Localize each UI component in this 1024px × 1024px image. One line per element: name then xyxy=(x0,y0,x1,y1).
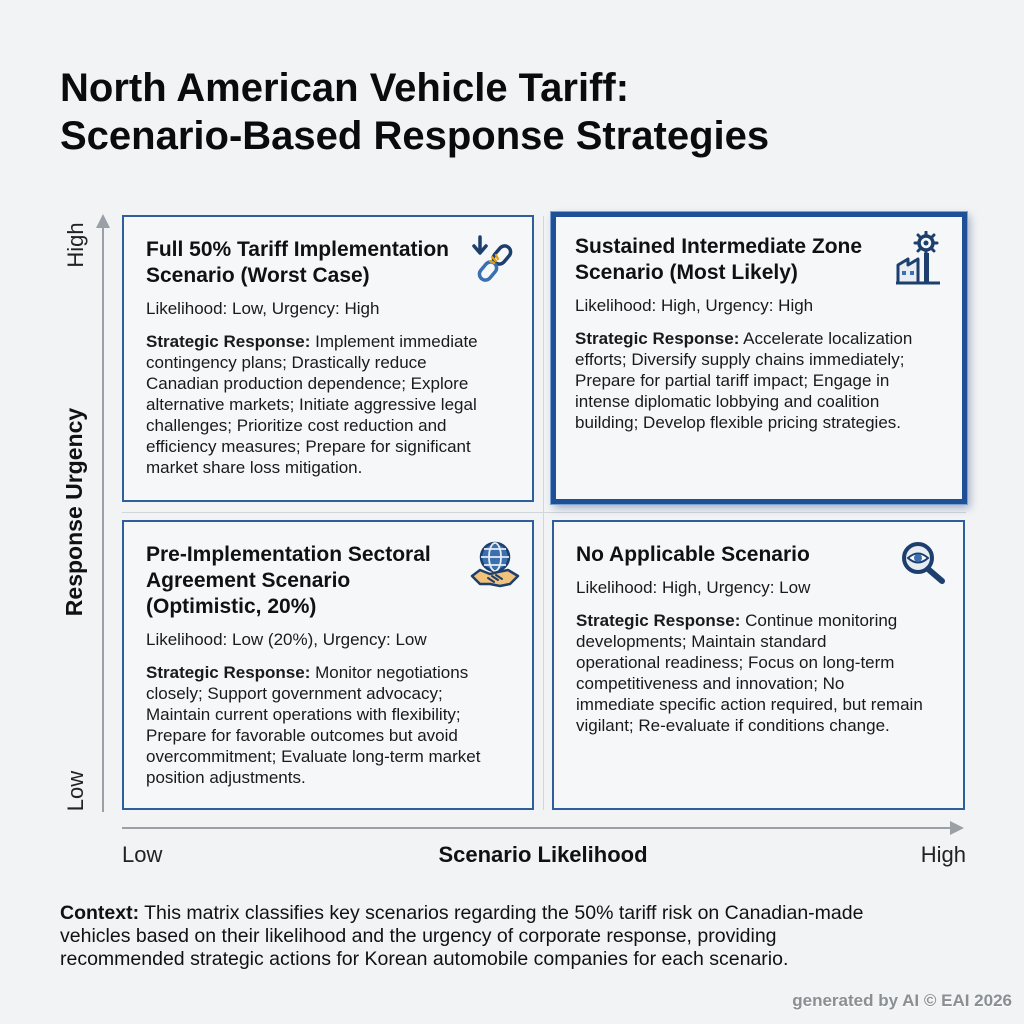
response-line: closely; Support government advocacy; xyxy=(146,684,443,703)
response-line: Monitor negotiations xyxy=(310,663,469,682)
quadrant-title: Sustained Intermediate Zone Scenario (Mo… xyxy=(575,234,962,286)
globe-handshake-icon xyxy=(470,541,520,588)
quadrant-title-line: Scenario (Worst Case) xyxy=(146,264,370,287)
response-line: efficiency measures; Prepare for signifi… xyxy=(146,437,471,456)
page-title-line-2: Scenario-Based Response Strategies xyxy=(60,114,770,158)
strategic-response-label: Strategic Response: xyxy=(575,329,740,348)
quadrant-likelihood-urgency: Likelihood: High, Urgency: Low xyxy=(576,578,811,597)
response-line: overcommitment; Evaluate long-term marke… xyxy=(146,747,481,766)
quadrant-likelihood-urgency: Likelihood: Low, Urgency: High xyxy=(146,299,380,318)
quadrant-no-applicable: No Applicable Scenario Likelihood: High,… xyxy=(552,520,965,810)
response-line: efforts; Diversify supply chains immedia… xyxy=(575,350,905,369)
y-axis-low-label: Low xyxy=(63,770,88,812)
quadrant-most-likely: Sustained Intermediate Zone Scenario (Mo… xyxy=(551,212,967,504)
context-line: This matrix classifies key scenarios reg… xyxy=(139,902,864,924)
strategic-response-label: Strategic Response: xyxy=(146,663,311,682)
quadrant-title: Full 50% Tariff Implementation Scenario … xyxy=(146,237,532,289)
quadrant-title: No Applicable Scenario xyxy=(576,542,963,568)
quadrant-title-line: Full 50% Tariff Implementation xyxy=(146,238,449,261)
response-line: developments; Maintain standard xyxy=(576,632,827,651)
response-line: Maintain current operations with flexibi… xyxy=(146,705,461,724)
context-line: vehicles based on their likelihood and t… xyxy=(60,925,777,947)
x-axis-title: Scenario Likelihood xyxy=(438,842,648,867)
response-line: contingency plans; Drastically reduce xyxy=(146,353,427,372)
quadrant-title-line: Sustained Intermediate Zone xyxy=(575,235,863,258)
response-line: Canadian production dependence; Explore xyxy=(146,374,469,393)
watermark: generated by AI © EAI 2026 xyxy=(792,991,1012,1010)
y-axis-title: Response Urgency xyxy=(61,407,87,617)
factory-gear-icon xyxy=(896,231,940,285)
page-title: North American Vehicle Tariff: Scenario-… xyxy=(60,64,980,160)
quadrant-title-line: Pre-Implementation Sectoral xyxy=(146,543,431,566)
response-line: operational readiness; Focus on long-ter… xyxy=(576,653,895,672)
response-line: Prepare for favorable outcomes but avoid xyxy=(146,726,458,745)
context-label: Context: xyxy=(60,902,140,924)
quadrant-title-line: Scenario (Most Likely) xyxy=(575,261,798,284)
y-axis-high-label: High xyxy=(63,222,88,268)
quadrant-title-line: Agreement Scenario xyxy=(146,569,351,592)
quadrant-title-line: (Optimistic, 20%) xyxy=(146,595,317,618)
x-axis-low-label: Low xyxy=(122,842,163,867)
quadrant-divider-vertical xyxy=(543,216,544,810)
response-line: Accelerate localization xyxy=(739,329,913,348)
response-line: vigilant; Re-evaluate if conditions chan… xyxy=(576,716,890,735)
magnifier-eye-icon xyxy=(902,542,945,584)
response-line: Prepare for partial tariff impact; Engag… xyxy=(575,371,890,390)
quadrant-strategic-response: Strategic Response: Accelerate localizat… xyxy=(575,328,962,433)
response-line: competitiveness and innovation; No xyxy=(576,674,845,693)
x-axis-high-label: High xyxy=(920,842,966,867)
response-line: immediate specific action required, but … xyxy=(576,695,923,714)
strategic-response-label: Strategic Response: xyxy=(146,332,311,351)
response-line: market share loss mitigation. xyxy=(146,458,363,477)
context-paragraph: Context: This matrix classifies key scen… xyxy=(60,902,990,971)
quadrant-title-line: No Applicable Scenario xyxy=(576,543,810,566)
quadrant-strategic-response: Strategic Response: Continue monitoring … xyxy=(576,610,963,736)
context-line: recommended strategic actions for Korean… xyxy=(60,948,789,970)
quadrant-title: Pre-Implementation Sectoral Agreement Sc… xyxy=(146,542,532,620)
quadrant-likelihood-urgency: Likelihood: High, Urgency: High xyxy=(575,296,814,315)
response-line: building; Develop flexible pricing strat… xyxy=(575,413,902,432)
quadrant-worst-case: Full 50% Tariff Implementation Scenario … xyxy=(122,215,534,502)
page-title-line-1: North American Vehicle Tariff: xyxy=(60,66,630,110)
quadrant-likelihood-urgency: Likelihood: Low (20%), Urgency: Low xyxy=(146,630,427,649)
y-axis-arrow-icon xyxy=(96,214,110,228)
x-axis-arrow-icon xyxy=(950,821,964,835)
strategic-response-label: Strategic Response: xyxy=(576,611,741,630)
response-line: intense diplomatic lobbying and coalitio… xyxy=(575,392,880,411)
quadrant-strategic-response: Strategic Response: Monitor negotiations… xyxy=(146,662,532,788)
response-line: Implement immediate xyxy=(310,332,478,351)
response-line: challenges; Prioritize cost reduction an… xyxy=(146,416,447,435)
x-axis-line xyxy=(122,827,952,829)
quadrant-optimistic: Pre-Implementation Sectoral Agreement Sc… xyxy=(122,520,534,810)
y-axis-line xyxy=(102,226,104,812)
response-line: alternative markets; Initiate aggressive… xyxy=(146,395,477,414)
response-line: position adjustments. xyxy=(146,768,306,787)
broken-chain-icon xyxy=(472,235,513,282)
response-line: Continue monitoring xyxy=(740,611,898,630)
quadrant-strategic-response: Strategic Response: Implement immediate … xyxy=(146,331,532,478)
quadrant-divider-horizontal xyxy=(122,512,966,513)
